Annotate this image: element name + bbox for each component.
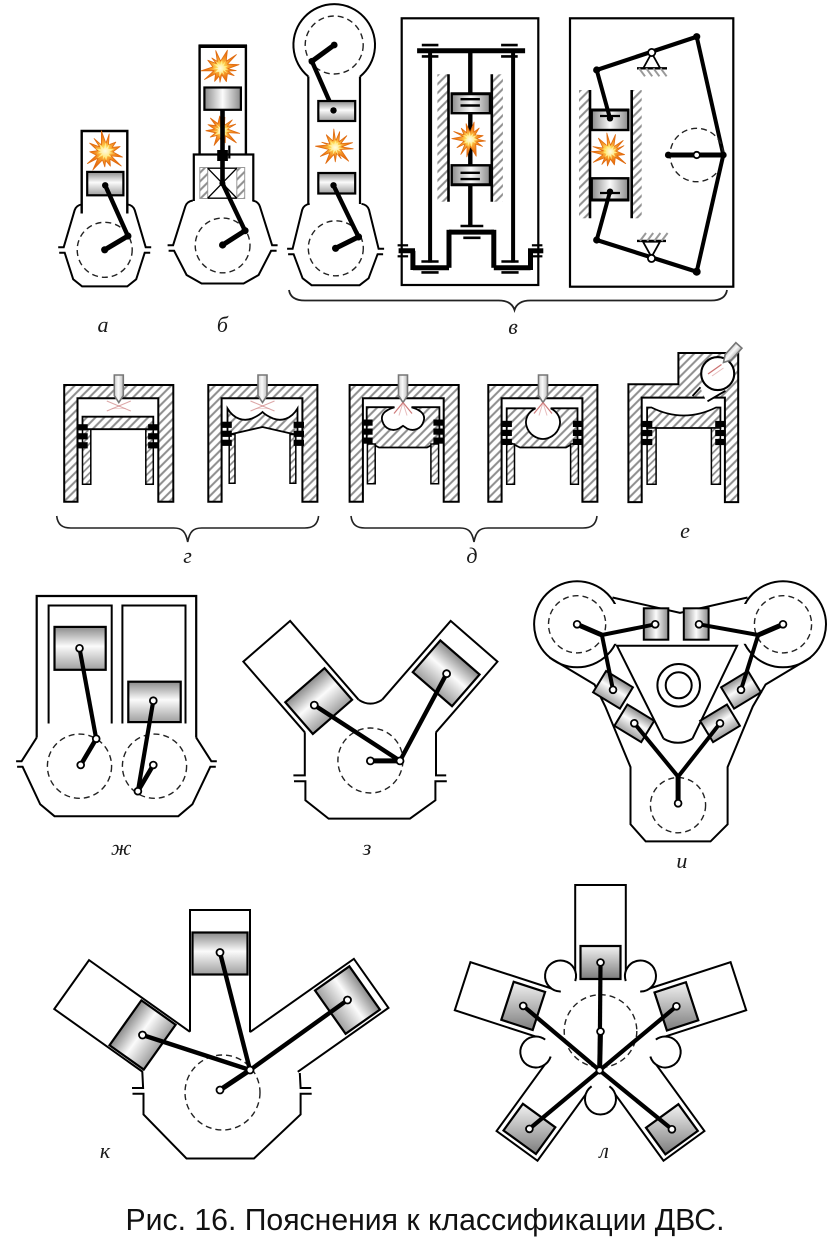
svg-text:в: в — [508, 314, 518, 339]
svg-text:б: б — [217, 312, 229, 337]
svg-text:г: г — [183, 543, 192, 568]
svg-text:к: к — [100, 1138, 111, 1163]
svg-text:и: и — [676, 848, 687, 873]
svg-text:е: е — [680, 518, 690, 543]
svg-text:л: л — [597, 1138, 609, 1163]
svg-text:а: а — [98, 312, 109, 337]
svg-text:Рис. 16. Пояснения к классифик: Рис. 16. Пояснения к классификации ДВС. — [126, 1204, 725, 1237]
svg-text:з: з — [362, 835, 372, 860]
svg-text:ж: ж — [111, 835, 132, 860]
svg-text:д: д — [466, 543, 477, 568]
